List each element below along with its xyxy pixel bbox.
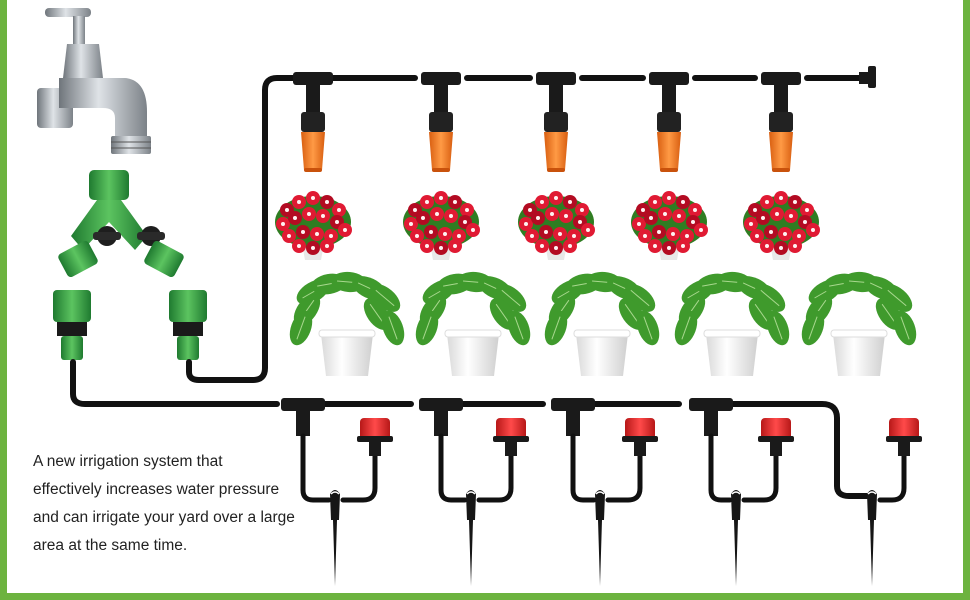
- mist-nozzle-icon: [657, 112, 681, 172]
- green-plant-row: [289, 271, 917, 376]
- tee-connector-icon: [536, 72, 576, 112]
- mist-nozzle-icon: [429, 112, 453, 172]
- flower-pot-icon: [275, 191, 352, 260]
- tee-connector-icon: [281, 398, 325, 436]
- green-plant-icon: [289, 271, 405, 376]
- green-plant-icon: [801, 271, 917, 376]
- tee-connector-icon: [689, 398, 733, 436]
- dripper-icon: [622, 418, 658, 456]
- ground-stake-icon: [330, 490, 340, 586]
- caption-line: area at the same time.: [33, 537, 188, 554]
- ground-stake-icon: [731, 490, 741, 586]
- tee-connector-icon: [761, 72, 801, 112]
- product-caption: A new irrigation system that effectively…: [33, 448, 313, 560]
- hose-connector-icon: [53, 290, 91, 360]
- flower-pot-row: [275, 191, 820, 260]
- tee-connector-icon: [551, 398, 595, 436]
- ground-stake-icon: [466, 490, 476, 586]
- mist-nozzle-row: [293, 72, 801, 172]
- flower-pot-icon: [631, 191, 708, 260]
- flower-pot-icon: [518, 191, 595, 260]
- caption-line: and can irrigate your yard over a large: [33, 509, 295, 526]
- mist-nozzle-icon: [769, 112, 793, 172]
- mist-nozzle-icon: [544, 112, 568, 172]
- y-splitter-icon: [58, 170, 184, 278]
- green-plant-icon: [415, 271, 531, 376]
- faucet-icon: [37, 8, 151, 154]
- dripper-icon: [493, 418, 529, 456]
- tee-connector-icon: [293, 72, 333, 112]
- dripper-row: [281, 398, 922, 586]
- caption-line: A new irrigation system that: [33, 453, 223, 470]
- flower-pot-icon: [743, 191, 820, 260]
- irrigation-diagram: [37, 8, 922, 586]
- green-plant-icon: [674, 271, 790, 376]
- ground-stake-icon: [595, 490, 605, 586]
- dripper-icon: [886, 418, 922, 456]
- green-plant-icon: [544, 271, 660, 376]
- dripper-icon: [357, 418, 393, 456]
- dripper-icon: [758, 418, 794, 456]
- flower-pot-icon: [403, 191, 480, 260]
- tee-connector-icon: [419, 398, 463, 436]
- end-plug-icon: [859, 66, 876, 88]
- mist-nozzle-icon: [301, 112, 325, 172]
- tee-connector-icon: [421, 72, 461, 112]
- caption-line: effectively increases water pressure: [33, 481, 280, 498]
- ground-stake-icon: [867, 490, 877, 586]
- hose-connector-icon: [169, 290, 207, 360]
- drip-tubing: [70, 75, 870, 499]
- tee-connector-icon: [649, 72, 689, 112]
